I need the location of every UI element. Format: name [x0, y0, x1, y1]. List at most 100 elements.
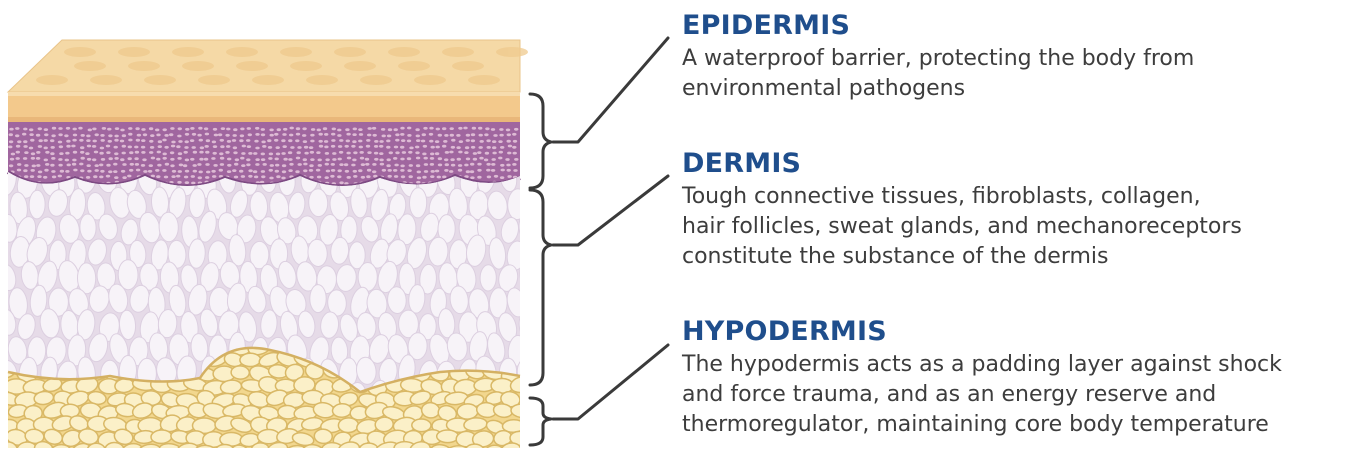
basal-cell: [213, 164, 217, 167]
basal-cell: [366, 175, 370, 178]
basal-cell: [36, 134, 40, 137]
basal-cell: [234, 176, 238, 179]
basal-cell: [423, 127, 427, 130]
basal-cell: [416, 139, 420, 142]
epidermis-surface-spot: [280, 47, 312, 57]
basal-cell: [344, 163, 348, 166]
hypodermis-leader-line: [553, 345, 668, 419]
basal-cell: [225, 134, 229, 137]
basal-cell: [87, 158, 91, 161]
basal-cell: [303, 158, 307, 161]
basal-cell: [297, 146, 301, 149]
basal-cell: [193, 170, 197, 173]
basal-cell: [358, 128, 362, 131]
basal-cell: [269, 177, 273, 180]
basal-cell: [205, 133, 209, 136]
epidermis-surface-spot: [74, 61, 106, 71]
basal-cell: [361, 176, 365, 179]
basal-cell: [464, 164, 468, 167]
basal-cell: [43, 176, 47, 179]
basal-cell: [269, 129, 273, 132]
basal-cell: [10, 158, 14, 161]
basal-cell: [141, 128, 145, 131]
basal-cell: [429, 127, 433, 130]
basal-cell: [170, 151, 174, 154]
basal-cell: [211, 170, 215, 173]
basal-cell: [367, 134, 371, 137]
epidermis-title: EPIDERMIS: [682, 10, 1342, 42]
basal-cell: [218, 133, 222, 136]
basal-cell: [477, 151, 481, 154]
dermis-cell: [159, 212, 179, 242]
basal-cell: [128, 133, 132, 136]
basal-cell: [204, 127, 208, 130]
basal-cell: [449, 151, 453, 154]
basal-cell: [100, 134, 104, 137]
basal-cell: [29, 147, 33, 150]
basal-cell: [246, 158, 250, 161]
basal-cell: [157, 151, 161, 154]
basal-cell: [38, 171, 42, 174]
basal-cell: [149, 151, 153, 154]
basal-cell: [58, 127, 62, 130]
basal-cell: [150, 134, 154, 137]
basal-cell: [345, 145, 349, 148]
basal-cell: [477, 169, 481, 172]
basal-cell: [491, 169, 495, 172]
basal-cell: [198, 176, 202, 179]
basal-cell: [409, 164, 413, 167]
basal-cell: [435, 140, 439, 143]
basal-cell: [87, 145, 91, 148]
basal-cell: [366, 139, 370, 142]
basal-cell: [451, 139, 455, 142]
basal-cell: [16, 157, 20, 160]
basal-cell: [400, 146, 404, 149]
basal-cell: [114, 146, 118, 149]
epidermis-surface-spot: [128, 61, 160, 71]
basal-cell: [44, 147, 48, 150]
basal-cell: [72, 159, 76, 162]
basal-cell: [255, 147, 259, 150]
basal-cell: [431, 170, 435, 173]
basal-cell: [163, 128, 167, 131]
basal-cell: [261, 158, 265, 161]
basal-cell: [324, 146, 328, 149]
basal-cell: [212, 175, 216, 178]
basal-cell: [107, 128, 111, 131]
basal-cell: [492, 158, 496, 161]
basal-cell: [477, 163, 481, 166]
epidermis-surface-spot: [344, 61, 376, 71]
basal-cell: [437, 176, 441, 179]
basal-cell: [128, 157, 132, 160]
basal-cell: [471, 133, 475, 136]
basal-cell: [372, 163, 376, 166]
basal-cell: [324, 140, 328, 143]
basal-cell: [382, 169, 386, 172]
basal-cell: [514, 128, 518, 131]
basal-cell: [177, 135, 181, 138]
basal-cell: [92, 158, 96, 161]
basal-cell: [135, 151, 139, 154]
basal-cell: [270, 164, 274, 167]
basal-cell: [360, 151, 364, 154]
basal-cell: [95, 169, 99, 172]
basal-cell: [422, 153, 426, 156]
epidermis-surface-spot: [36, 75, 68, 85]
basal-cell: [120, 129, 124, 132]
basal-cell: [185, 159, 189, 162]
basal-cell: [310, 134, 314, 137]
basal-cell: [353, 170, 357, 173]
basal-cell: [120, 158, 124, 161]
basal-cell: [346, 133, 350, 136]
basal-cell: [394, 164, 398, 167]
basal-cell: [339, 151, 343, 154]
basal-cell: [44, 133, 48, 136]
basal-cell: [65, 170, 69, 173]
basal-cell: [234, 163, 238, 166]
basal-cell: [169, 133, 173, 136]
basal-cell: [178, 152, 182, 155]
basal-cell: [128, 127, 132, 130]
basal-cell: [400, 169, 404, 172]
basal-cell: [374, 152, 378, 155]
basal-cell: [407, 134, 411, 137]
